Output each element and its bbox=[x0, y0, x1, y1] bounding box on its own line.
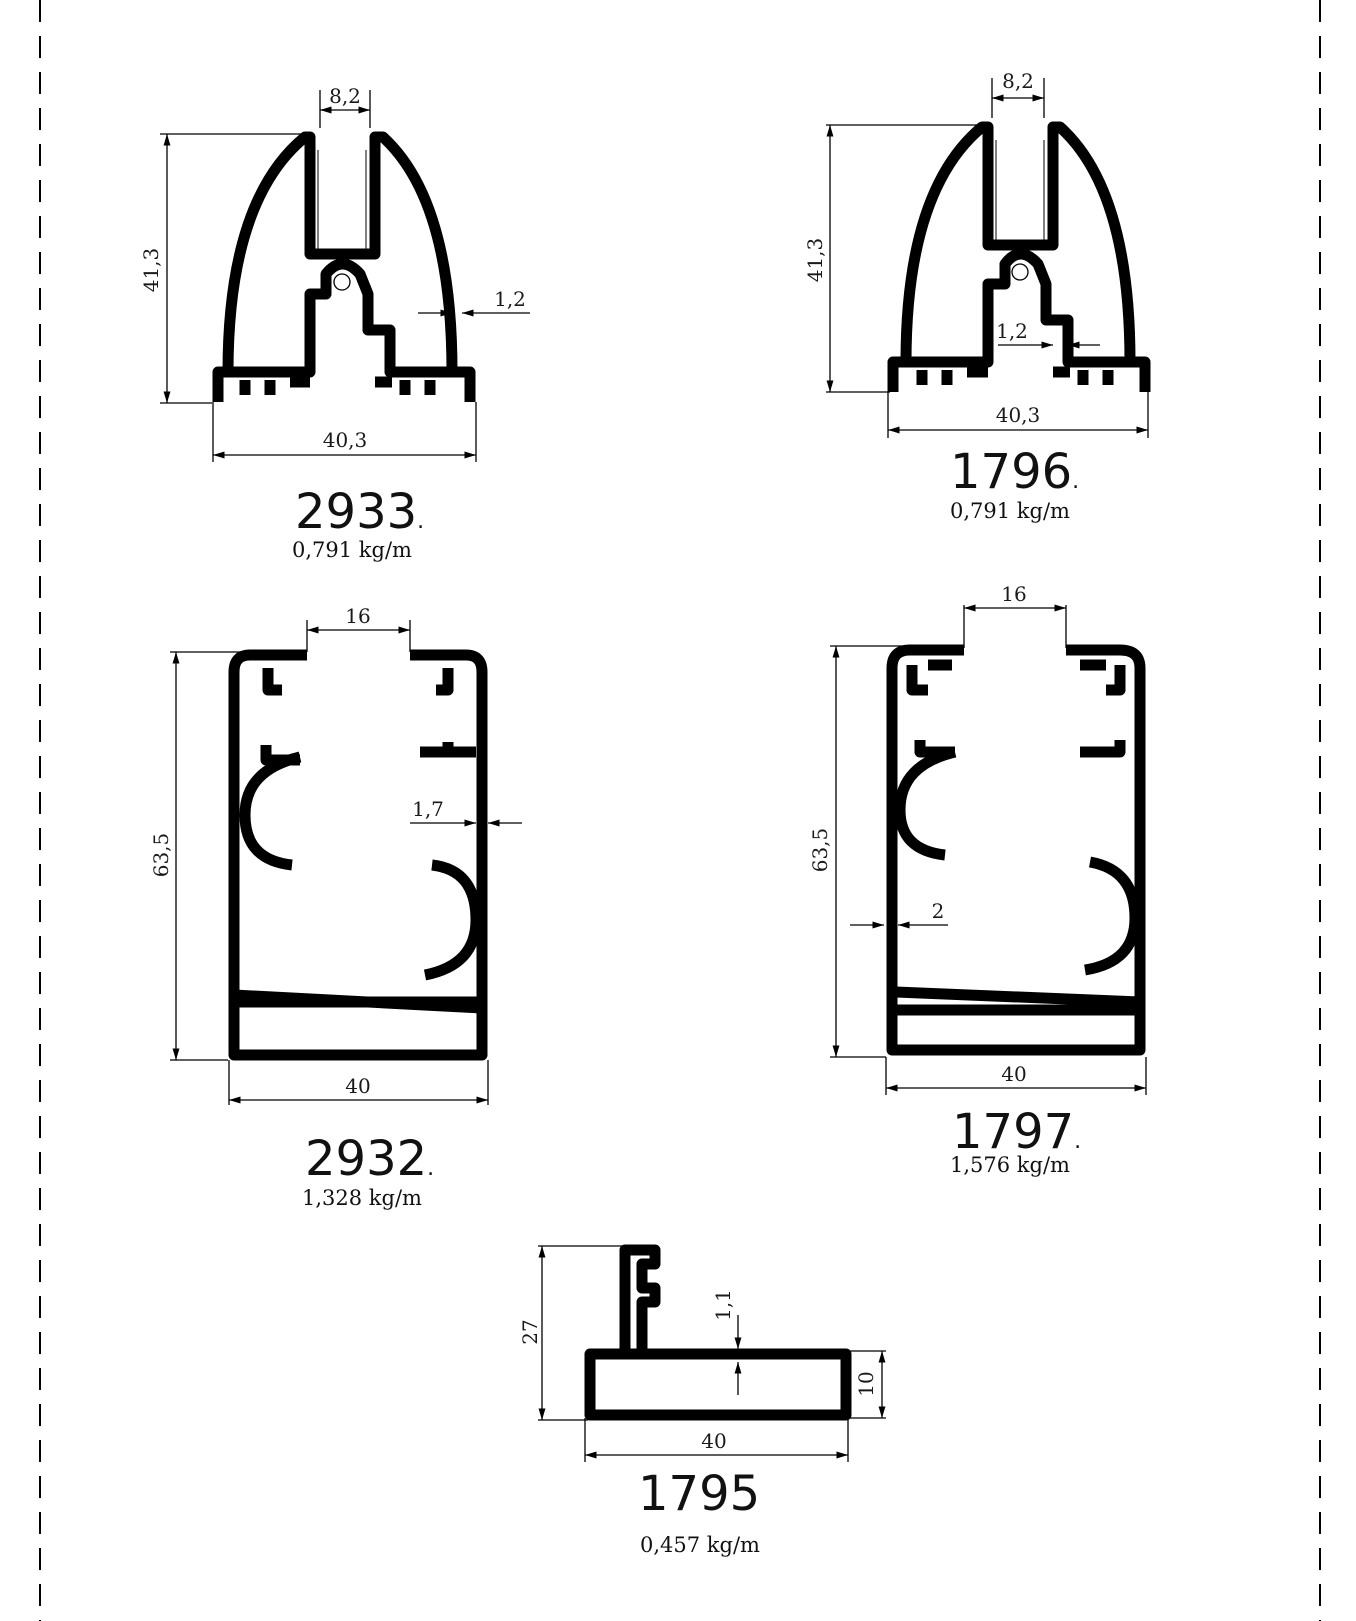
profile-1795: 27 10 40 1,1 1795 0,457 kg/m bbox=[518, 1244, 886, 1557]
1795-width-label: 40 bbox=[701, 1429, 726, 1453]
1797-height-label: 63,5 bbox=[808, 828, 832, 873]
1797-slot-label: 16 bbox=[1001, 582, 1026, 606]
2932-slot-label: 16 bbox=[345, 604, 370, 628]
profile-1795-shape bbox=[584, 1244, 852, 1421]
profile-2933: 8,2 41,3 40,3 1,2 2933. 0,791 kg/m bbox=[139, 84, 530, 562]
1795-height-label: 27 bbox=[518, 1319, 542, 1344]
profile-1797-shape bbox=[886, 644, 1146, 1056]
2932-height-label: 63,5 bbox=[149, 833, 173, 878]
profile-1797: 16 63,5 40 2 1797. 1,576 kg/m bbox=[808, 582, 1147, 1177]
2932-wall-label: 1,7 bbox=[412, 797, 444, 821]
2933-wall-label: 1,2 bbox=[494, 287, 526, 311]
profile-1796-shape bbox=[887, 121, 1151, 392]
2933-height-label: 41,3 bbox=[139, 248, 163, 293]
1795-weight: 0,457 kg/m bbox=[640, 1533, 760, 1557]
1796-height-label: 41,3 bbox=[803, 238, 827, 283]
2933-weight: 0,791 kg/m bbox=[292, 538, 412, 562]
profile-1796: 8,2 41,3 40,3 1,2 1796. 0,791 kg/m bbox=[803, 69, 1151, 523]
2933-width-label: 40,3 bbox=[323, 428, 368, 452]
profile-2932-shape bbox=[228, 649, 488, 1061]
1797-wall-label: 2 bbox=[932, 899, 945, 923]
1797-width-label: 40 bbox=[1001, 1062, 1026, 1086]
2932-code: 2932. bbox=[305, 1131, 434, 1187]
1796-wall-label: 1,2 bbox=[996, 319, 1028, 343]
1795-code: 1795 bbox=[638, 1466, 760, 1522]
2932-width-label: 40 bbox=[345, 1074, 370, 1098]
profile-2933-shape bbox=[212, 131, 476, 402]
1796-width-label: 40,3 bbox=[996, 403, 1041, 427]
2932-weight: 1,328 kg/m bbox=[302, 1186, 422, 1210]
1796-slot-label: 8,2 bbox=[1002, 69, 1034, 93]
1796-code: 1796. bbox=[950, 444, 1079, 500]
profile-2932: 16 63,5 40 1,7 2932. 1,328 kg/m bbox=[149, 604, 522, 1210]
1795-wall-label: 1,1 bbox=[711, 1289, 735, 1321]
2933-slot-label: 8,2 bbox=[329, 84, 361, 108]
1797-code: 1797. bbox=[952, 1104, 1081, 1160]
1797-weight: 1,576 kg/m bbox=[950, 1153, 1070, 1177]
2933-code: 2933. bbox=[295, 484, 424, 540]
1796-weight: 0,791 kg/m bbox=[950, 499, 1070, 523]
1795-depth-label: 10 bbox=[854, 1371, 878, 1396]
